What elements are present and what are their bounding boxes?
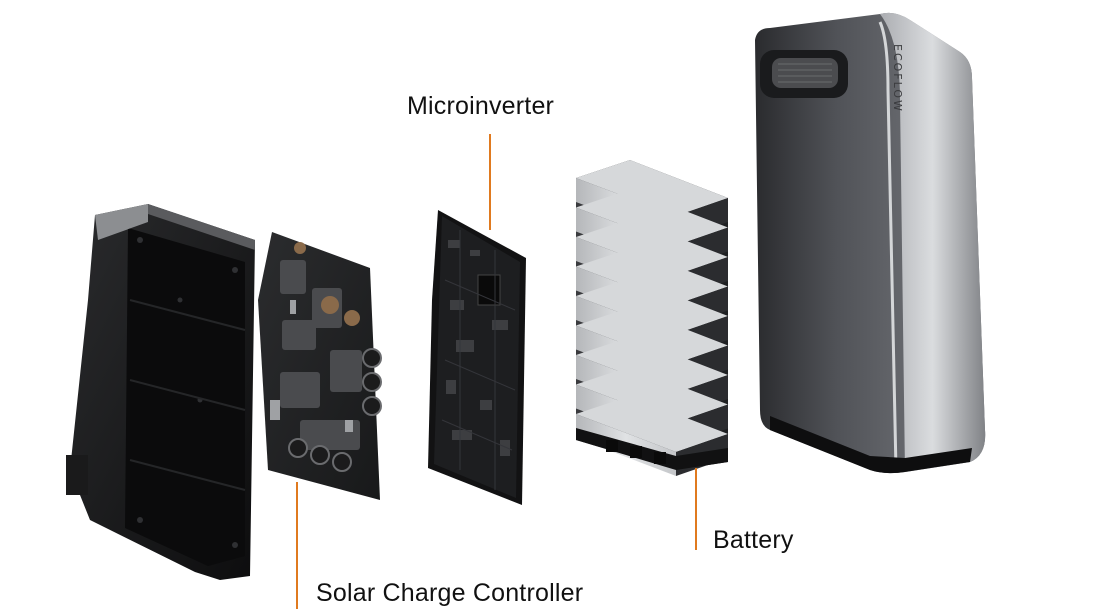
battery-label: Battery xyxy=(713,526,794,554)
battery-cell-top xyxy=(576,337,728,393)
microinverter-leader-line xyxy=(489,134,491,230)
battery-cell-top xyxy=(576,396,728,452)
battery-cell-top xyxy=(576,219,728,275)
outer-shell: ECOFLOW xyxy=(755,12,986,474)
microinverter-board xyxy=(428,210,526,505)
solar-charge-controller-leader-line xyxy=(296,482,298,609)
battery-cell-top xyxy=(576,366,728,423)
ecoflow-logo: ECOFLOW xyxy=(891,44,904,113)
microinverter-label: Microinverter xyxy=(407,92,555,120)
battery-cell-top xyxy=(576,160,728,216)
battery-cell-top xyxy=(576,278,728,334)
battery-cell-top xyxy=(576,189,728,246)
solar-charge-controller-label: Solar Charge Controller xyxy=(316,579,584,607)
battery-cell-top xyxy=(576,248,728,305)
battery-pack xyxy=(576,160,728,476)
housing-frame xyxy=(66,204,255,580)
battery-cell-top xyxy=(576,307,728,364)
battery-leader-line xyxy=(695,468,697,550)
solar-charge-controller-board xyxy=(258,232,382,500)
